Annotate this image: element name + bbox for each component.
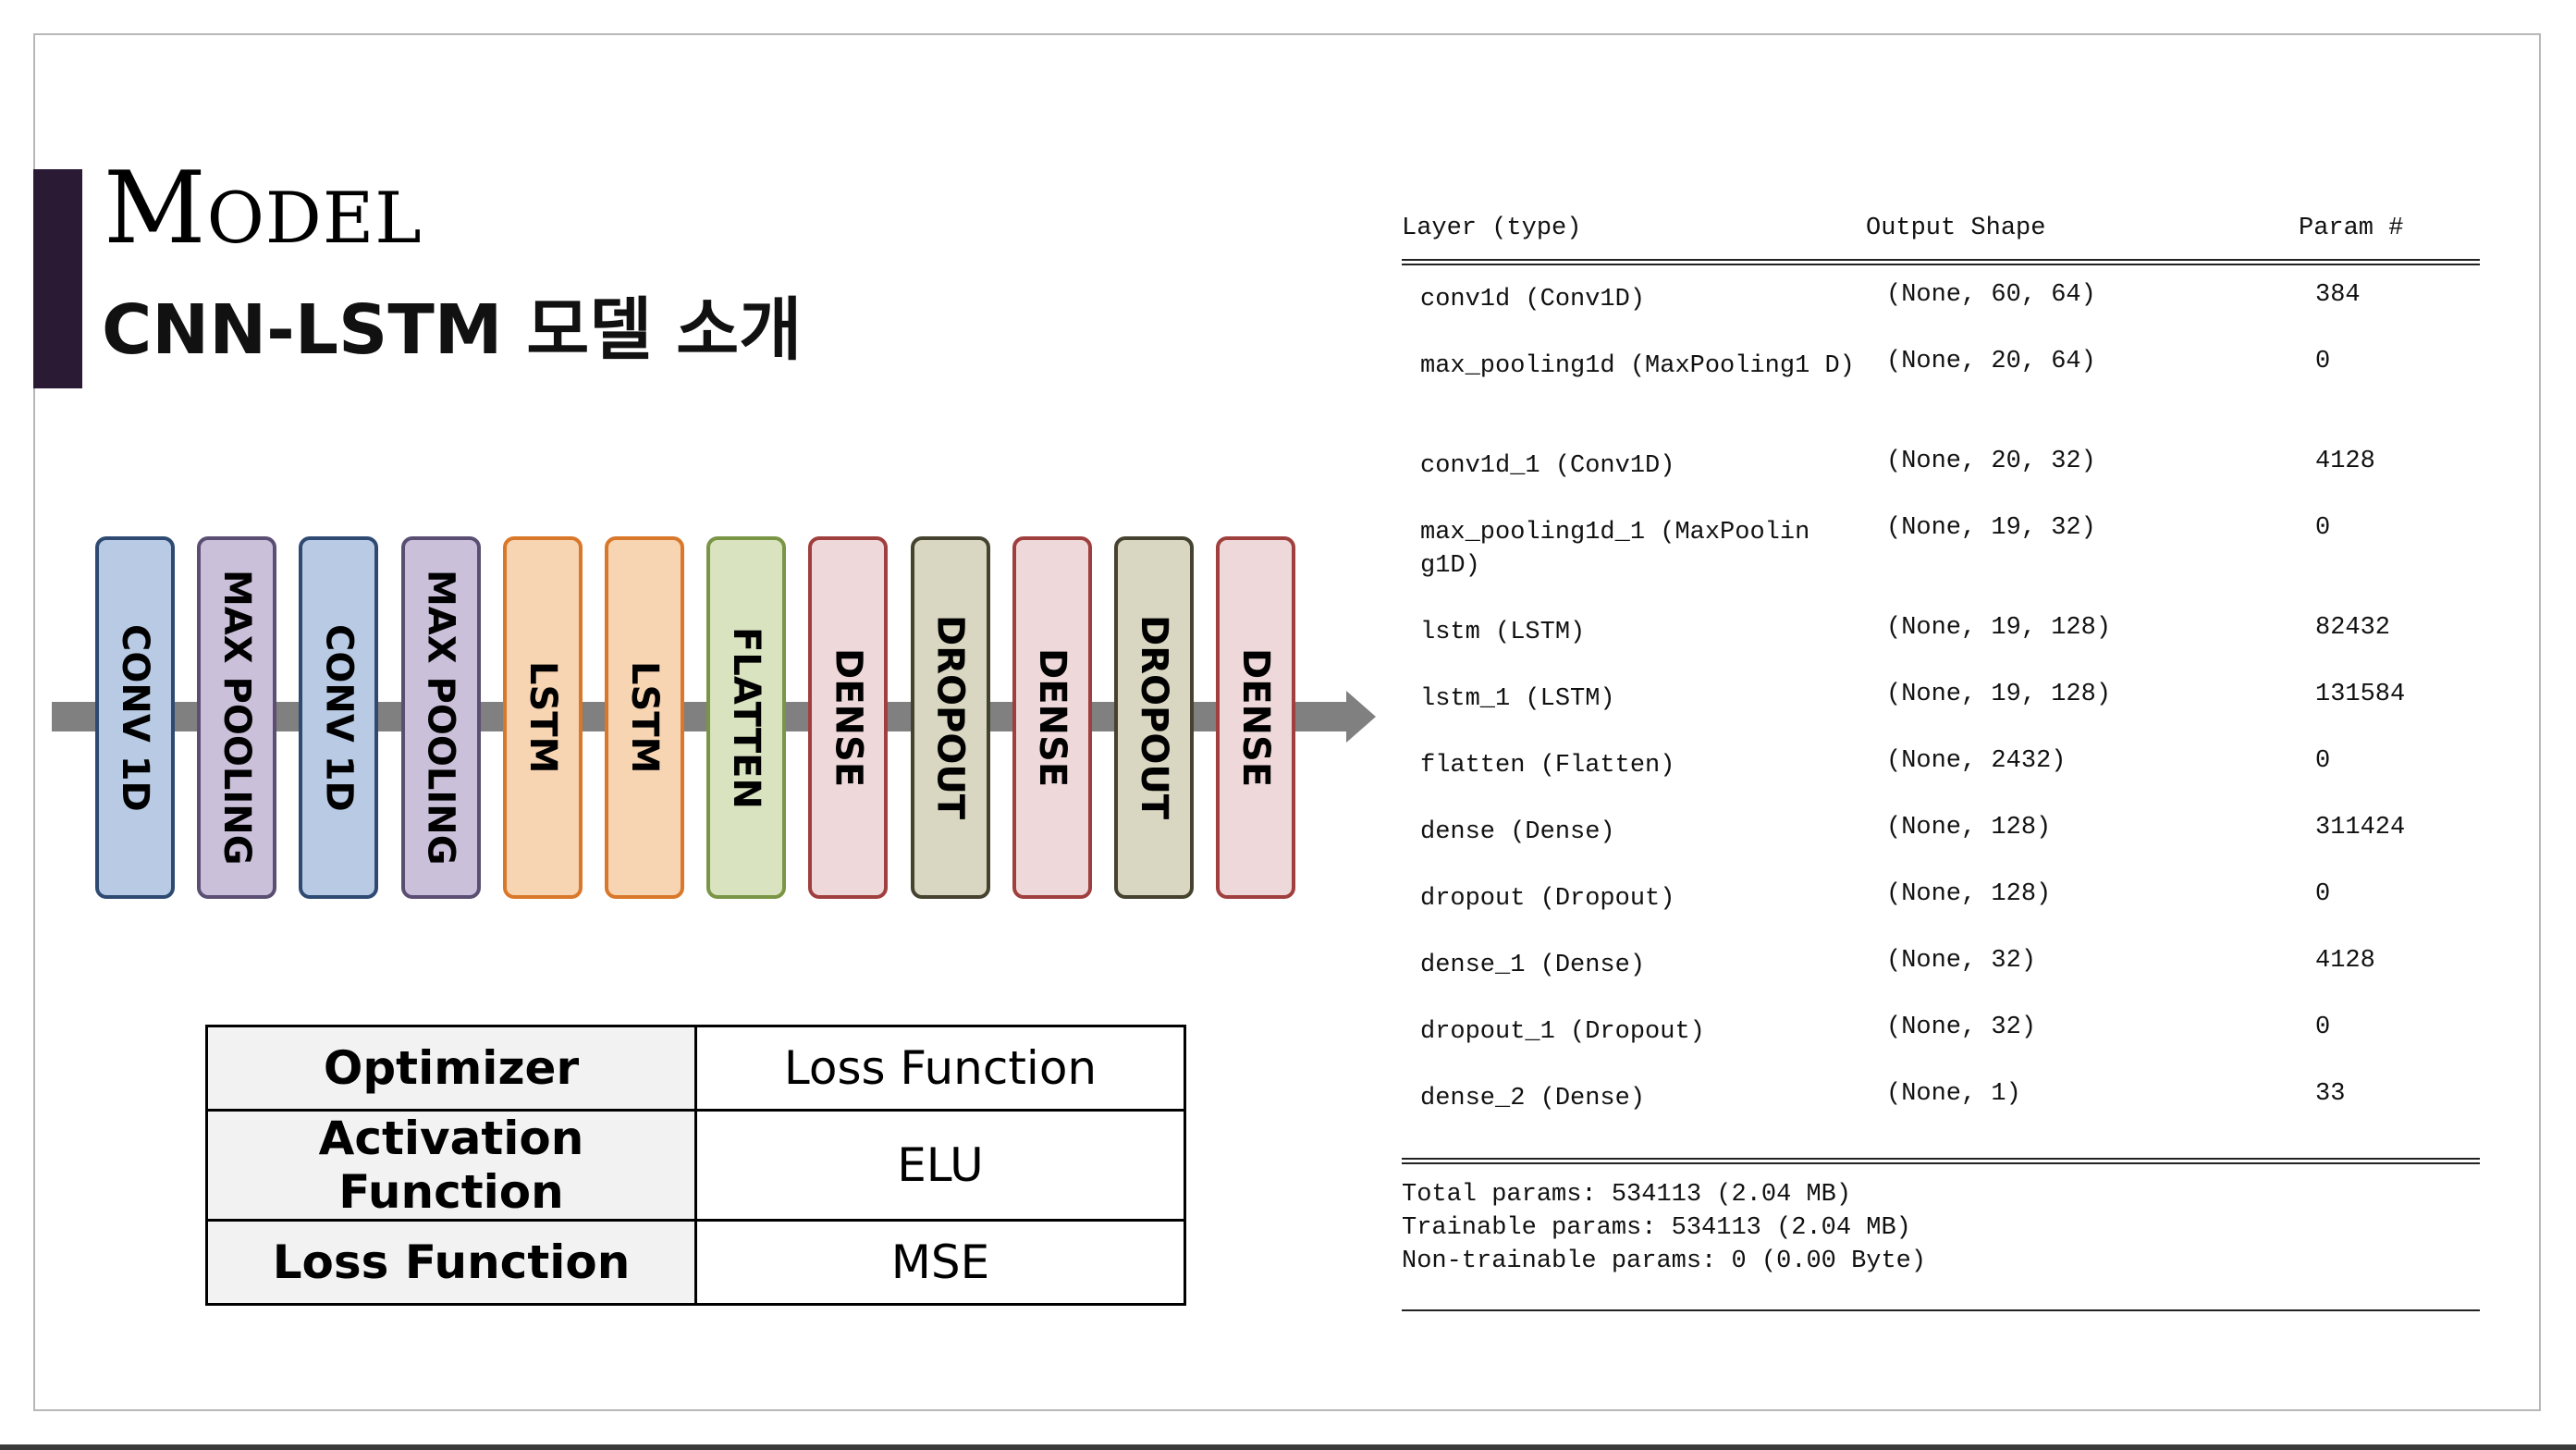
- summary-row: max_pooling1d (MaxPooling1 D) (None, 20, …: [1402, 350, 2484, 411]
- layer-block: DENSE: [1012, 536, 1092, 899]
- layer-name: dropout_1 (Dropout): [1420, 1018, 1705, 1046]
- layer-name: lstm_1 (LSTM): [1420, 685, 1615, 713]
- bottom-border: [0, 1444, 2576, 1450]
- summary-row: max_pooling1d_1 (MaxPoolin g1D) (None, 19…: [1402, 514, 2484, 581]
- summary-row: dropout (Dropout) (None, 128) 0: [1402, 882, 2484, 943]
- layer-block: CONV 1D: [95, 536, 175, 899]
- summary-row: dense_2 (Dense) (None, 1) 33: [1402, 1082, 2484, 1143]
- settings-value: MSE: [694, 1219, 1186, 1306]
- output-shape: (None, 19, 32): [1886, 514, 2096, 542]
- layer-name: flatten (Flatten): [1420, 752, 1675, 780]
- layer-label: LSTM: [521, 661, 564, 774]
- settings-key: Optimizer: [205, 1025, 697, 1112]
- param-count: 0: [2315, 348, 2331, 375]
- layer-label: DENSE: [827, 647, 870, 788]
- output-shape: (None, 19, 128): [1886, 681, 2112, 708]
- layer-block: DENSE: [808, 536, 889, 899]
- layer-block: CONV 1D: [299, 536, 379, 899]
- layer-block: DENSE: [1216, 536, 1296, 899]
- output-shape: (None, 2432): [1886, 747, 2067, 775]
- param-count: 131584: [2315, 681, 2406, 708]
- param-count: 384: [2315, 281, 2361, 309]
- output-shape: (None, 60, 64): [1886, 281, 2096, 309]
- page-title: Model: [104, 151, 423, 266]
- layer-block: LSTM: [502, 536, 583, 899]
- layer-name: max_pooling1d_1 (MaxPoolin g1D): [1420, 519, 1810, 580]
- settings-key: Activation Function: [205, 1109, 697, 1222]
- layer-label: LSTM: [623, 661, 666, 774]
- layer-name: dense_1 (Dense): [1420, 952, 1646, 979]
- output-shape: (None, 32): [1886, 1014, 2037, 1041]
- summary-divider: [1402, 1158, 2480, 1164]
- layer-label: DENSE: [1234, 647, 1278, 788]
- param-count: 0: [2315, 747, 2331, 775]
- layer-label: CONV 1D: [114, 623, 156, 812]
- layer-label: MAX POOLING: [215, 570, 259, 866]
- summary-row: flatten (Flatten) (None, 2432) 0: [1402, 749, 2484, 810]
- summary-header: Layer (type) Output Shape Param #: [1402, 213, 2484, 250]
- settings-row: Optimizer Loss Function: [205, 1025, 1186, 1112]
- output-shape: (None, 20, 64): [1886, 348, 2096, 375]
- arrow-right-icon: [1346, 691, 1376, 743]
- layer-block: MAX POOLING: [400, 536, 481, 899]
- layer-name: max_pooling1d (MaxPooling1 D): [1420, 352, 1855, 380]
- summary-bottom-rule: [1402, 1309, 2480, 1311]
- param-count: 4128: [2315, 947, 2375, 975]
- param-count: 311424: [2315, 814, 2406, 842]
- param-count: 0: [2315, 514, 2331, 542]
- summary-row: dense_1 (Dense) (None, 32) 4128: [1402, 949, 2484, 1010]
- layer-label: DROPOUT: [928, 615, 972, 820]
- title-accent-bar: [33, 169, 82, 388]
- layer-block: FLATTEN: [706, 536, 787, 899]
- training-settings-table: Optimizer Loss Function Activation Funct…: [205, 1025, 1186, 1306]
- layer-block: LSTM: [605, 536, 684, 899]
- layer-name: dense_2 (Dense): [1420, 1085, 1646, 1112]
- model-pipeline-diagram: CONV 1D MAX POOLING CONV 1D MAX POOLING LSTM…: [52, 527, 1383, 915]
- settings-value: Loss Function: [694, 1025, 1186, 1112]
- output-shape: (None, 20, 32): [1886, 448, 2096, 475]
- output-shape: (None, 128): [1886, 880, 2052, 908]
- layer-label: DROPOUT: [1133, 615, 1175, 820]
- layer-name: conv1d (Conv1D): [1420, 286, 1646, 313]
- output-shape: (None, 1): [1886, 1080, 2021, 1108]
- param-count: 82432: [2315, 614, 2391, 642]
- summary-row: conv1d_1 (Conv1D) (None, 20, 32) 4128: [1402, 449, 2484, 510]
- output-shape: (None, 19, 128): [1886, 614, 2112, 642]
- output-shape: (None, 32): [1886, 947, 2037, 975]
- layer-name: conv1d_1 (Conv1D): [1420, 452, 1675, 480]
- param-count: 4128: [2315, 448, 2375, 475]
- param-count: 0: [2315, 880, 2331, 908]
- layer-label: FLATTEN: [725, 626, 768, 809]
- layer-block: MAX POOLING: [197, 536, 277, 899]
- settings-row: Activation Function ELU: [205, 1109, 1186, 1222]
- settings-row: Loss Function MSE: [205, 1219, 1186, 1306]
- settings-key: Loss Function: [205, 1219, 697, 1306]
- layer-name: dense (Dense): [1420, 818, 1615, 846]
- summary-row: dropout_1 (Dropout) (None, 32) 0: [1402, 1015, 2484, 1076]
- summary-divider: [1402, 259, 2480, 265]
- layer-label: MAX POOLING: [419, 570, 462, 866]
- total-params: Total params: 534113 (2.04 MB): [1402, 1181, 1852, 1209]
- layer-block: DROPOUT: [1114, 536, 1194, 899]
- param-count: 33: [2315, 1080, 2346, 1108]
- layer-block: DROPOUT: [910, 536, 990, 899]
- summary-row: dense (Dense) (None, 128) 311424: [1402, 816, 2484, 877]
- output-shape: (None, 128): [1886, 814, 2052, 842]
- header-param-count: Param #: [2299, 215, 2404, 242]
- param-count: 0: [2315, 1014, 2331, 1041]
- layer-label: DENSE: [1030, 647, 1073, 788]
- header-layer-type: Layer (type): [1402, 215, 1582, 242]
- summary-row: lstm_1 (LSTM) (None, 19, 128) 131584: [1402, 682, 2484, 743]
- page-subtitle: CNN-LSTM 모델 소개: [102, 290, 803, 370]
- trainable-params: Trainable params: 534113 (2.04 MB): [1402, 1214, 1911, 1242]
- layer-name: dropout (Dropout): [1420, 885, 1675, 913]
- summary-row: lstm (LSTM) (None, 19, 128) 82432: [1402, 616, 2484, 677]
- summary-row: conv1d (Conv1D) (None, 60, 64) 384: [1402, 283, 2484, 344]
- settings-value: ELU: [694, 1109, 1186, 1222]
- layer-name: lstm (LSTM): [1420, 619, 1586, 646]
- header-output-shape: Output Shape: [1866, 215, 2046, 242]
- non-trainable-params: Non-trainable params: 0 (0.00 Byte): [1402, 1247, 1927, 1275]
- layer-label: CONV 1D: [317, 623, 361, 812]
